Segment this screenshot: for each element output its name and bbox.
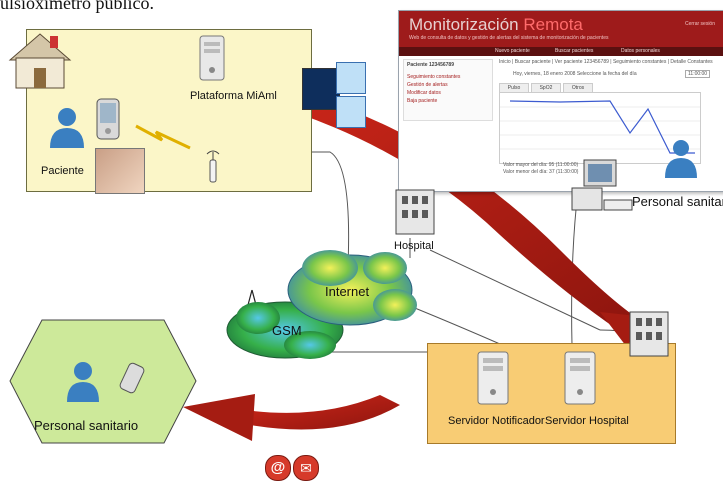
antenna-icon [206,150,220,183]
sidebar-title: Paciente 123456789 [407,62,454,68]
notifier-server-icon [477,351,509,405]
patient-sidebar: Paciente 123456789 Seguimiento constante… [403,59,493,121]
staff-hexagon [9,319,197,444]
rack-building-icon [629,311,669,357]
nav-search-patients[interactable]: Buscar pacientes [555,48,594,54]
monitor-subtitle: Web de consulta de datos y gestión de al… [409,35,609,41]
sidebar-item-constants[interactable]: Seguimiento constantes [407,74,461,80]
pda-device-icon [96,98,120,140]
hospital-server-icon [564,351,596,405]
patient-area [26,29,312,192]
mobile-staff-avatar-icon [67,362,99,402]
house-icon [8,33,72,89]
vital-signs-thumbnail [302,68,340,110]
mobile-phone-icon [119,362,145,394]
patient-avatar-icon [50,108,84,148]
remote-monitoring-window: Monitorización Remota Web de consulta de… [398,10,723,192]
internet-label: Internet [325,284,370,299]
arrow-head-bottom [183,394,255,441]
sidebar-item-edit[interactable]: Modificar datos [407,90,441,96]
patient-label: Paciente [41,165,84,177]
min-value-note: Valor menor del día: 37 (11:30:00) [503,169,579,175]
hospital-building-icon [395,189,435,235]
envelope-icon: ✉ [293,455,319,481]
internet-cloud [287,250,417,326]
monitor-header: Monitorización Remota Web de consulta de… [399,11,723,47]
gsm-label: GSM [272,323,302,338]
logout-link[interactable]: Cerrar sesión [684,21,715,27]
email-at-icon: @ [265,455,291,481]
top-caption: ulsioxímetro público. [0,0,154,13]
platform-label: Plataforma MiAml [190,90,277,102]
date-line: Hoy, viernes, 18 enero 2008 Seleccione l… [513,71,637,77]
server-platform-icon [199,35,225,81]
pulse-plot [499,92,701,164]
time-select[interactable]: 11:00:00 [685,70,711,78]
desktop-staff-label: Personal sanitario [632,194,723,209]
sidebar-item-alerts[interactable]: Gestión de alertas [407,82,448,88]
breadcrumb: Inicio | Buscar paciente | Ver paciente … [499,59,713,65]
pulse-oximeter-photo [95,148,145,194]
nav-personal-data[interactable]: Datos personales [621,48,660,54]
nav-new-patient[interactable]: Nuevo paciente [495,48,530,54]
monitor-nav: Nuevo paciente Buscar pacientes Datos pe… [399,47,723,56]
hospital-label: Hospital [394,240,434,252]
monitor-title: Monitorización Remota [409,15,583,34]
wireless-signal-icon [135,124,191,150]
heart-icon [336,96,366,128]
arrow-platform-to-hospital [240,80,640,330]
notifier-server-label: Servidor Notificador [448,415,545,427]
pulse-plot-line [500,100,700,154]
wire-antenna-internet [220,151,350,266]
desktop-computer-icon [571,159,633,211]
wire-hospital-link [429,249,601,331]
mobile-staff-label: Personal sanitario [34,418,139,433]
staff-desktop-avatar-icon [665,140,697,178]
sidebar-item-remove[interactable]: Baja paciente [407,98,438,104]
server-area [427,343,676,444]
hospital-server-label: Servidor Hospital [545,415,629,427]
max-value-note: Valor mayor del día: 95 (11:00:00) [503,162,579,168]
arrow-server-to-staff [245,395,400,430]
lungs-icon [336,62,366,94]
monitor-title-accent: Remota [523,15,583,34]
